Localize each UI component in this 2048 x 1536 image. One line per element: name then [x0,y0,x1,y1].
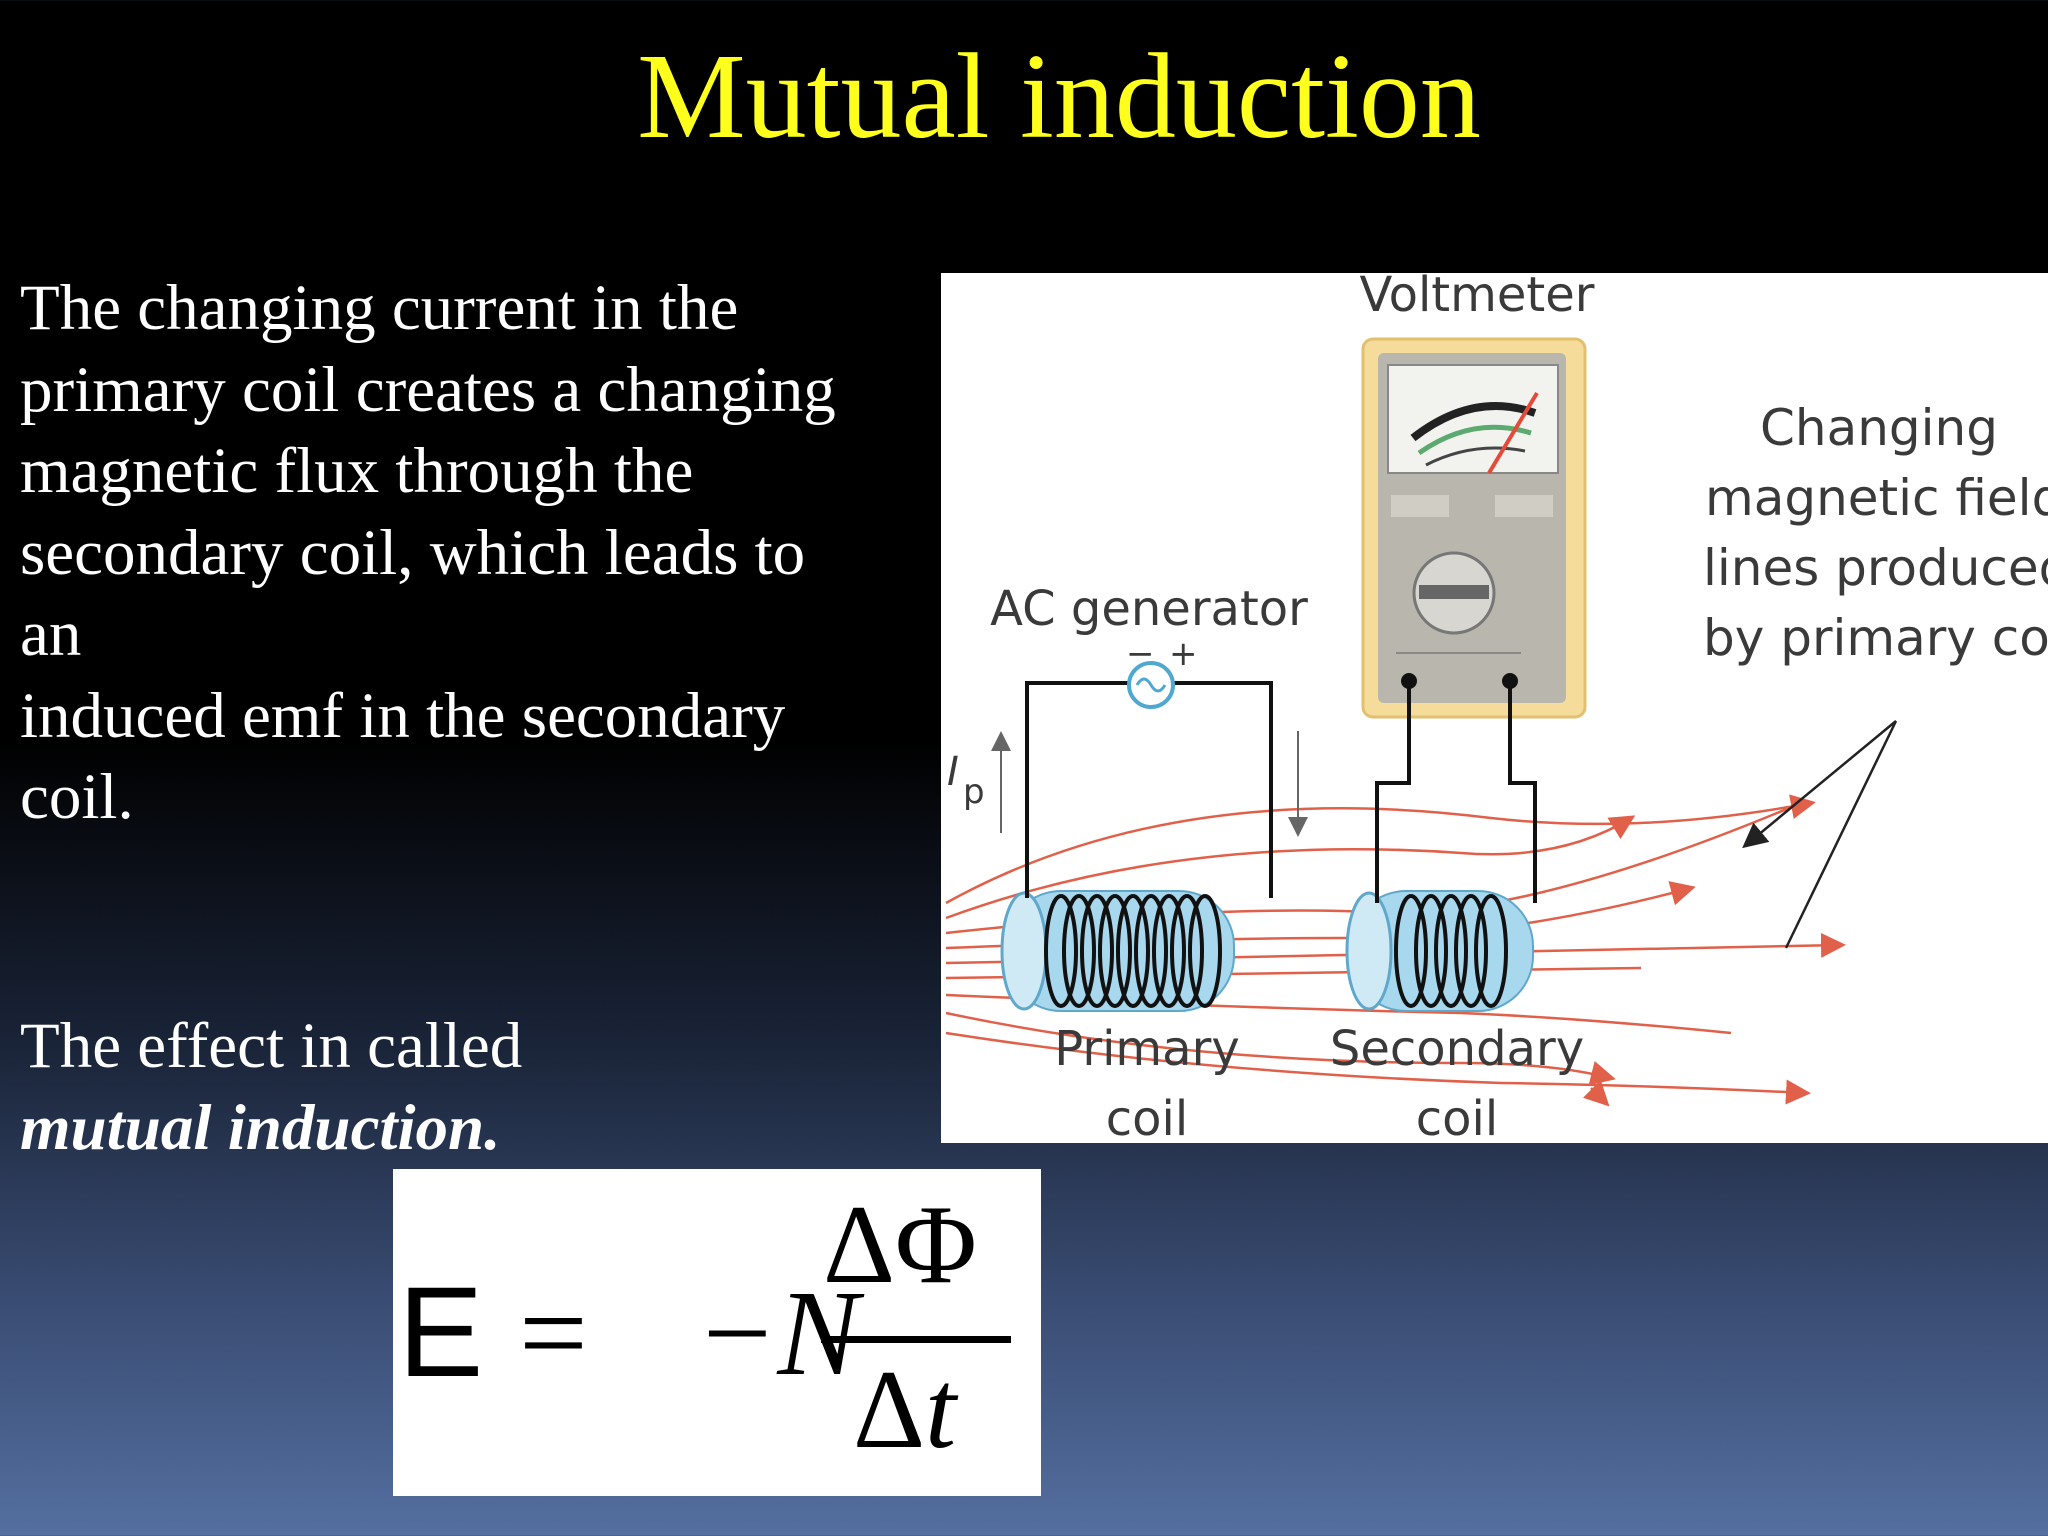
primary-label: coil [1106,1091,1188,1143]
field-label-line: Changing [1760,399,1998,457]
voltmeter-icon [1361,337,1587,719]
denominator-delta: Δ [853,1348,926,1472]
emf-formula: E = −N ΔΦ Δt [393,1169,1041,1496]
pointer-line [1784,720,1898,949]
field-label-line: lines produced [1703,539,2048,597]
mutual-induction-diagram: Voltmeter AC generator − + I p Changing … [941,273,2048,1143]
body-line: The changing current in the [20,272,739,344]
ac-generator-icon [1127,661,1175,709]
formula-equals: = [519,1266,588,1401]
body-line: an [20,598,82,670]
generator-label: AC generator [990,581,1308,637]
generator-minus: − [1126,634,1155,674]
denominator-var: t [925,1348,957,1472]
field-label-line: by primary coil [1703,609,2048,667]
body-line: secondary coil, which leads to [20,516,806,589]
secondary-label: coil [1416,1091,1498,1143]
formula-minus-n: −N [695,1266,859,1401]
secondary-coil-icon [1345,890,1534,1012]
current-subscript: p [963,772,985,812]
primary-coil-icon [1000,890,1235,1012]
formula-emf: E [398,1261,484,1404]
circuit-wires [1025,681,1537,903]
effect-line: The effect in called [20,1010,523,1082]
body-line: magnetic flux through the [20,435,694,507]
body-line: induced emf in the secondary [20,679,786,752]
voltmeter-label: Voltmeter [1359,273,1594,323]
body-text: The changing current in the primary coil… [20,268,900,839]
fraction-bar [821,1336,1011,1343]
formula-denominator: Δt [853,1354,956,1466]
primary-label: Primary [1054,1021,1239,1077]
pointer-arrow [1742,720,1897,849]
body-line: primary coil creates a changing [20,353,836,426]
slide-title: Mutual induction [637,29,1481,164]
formula-numerator: ΔΦ [823,1183,977,1307]
current-label: I [947,749,959,795]
body-line: coil. [20,761,134,833]
generator-plus: + [1169,634,1198,674]
field-label-line: magnetic field [1705,469,2048,527]
effect-text: The effect in called mutual induction. [20,1006,522,1169]
secondary-label: Secondary [1330,1021,1584,1077]
effect-term: mutual induction. [20,1091,501,1164]
